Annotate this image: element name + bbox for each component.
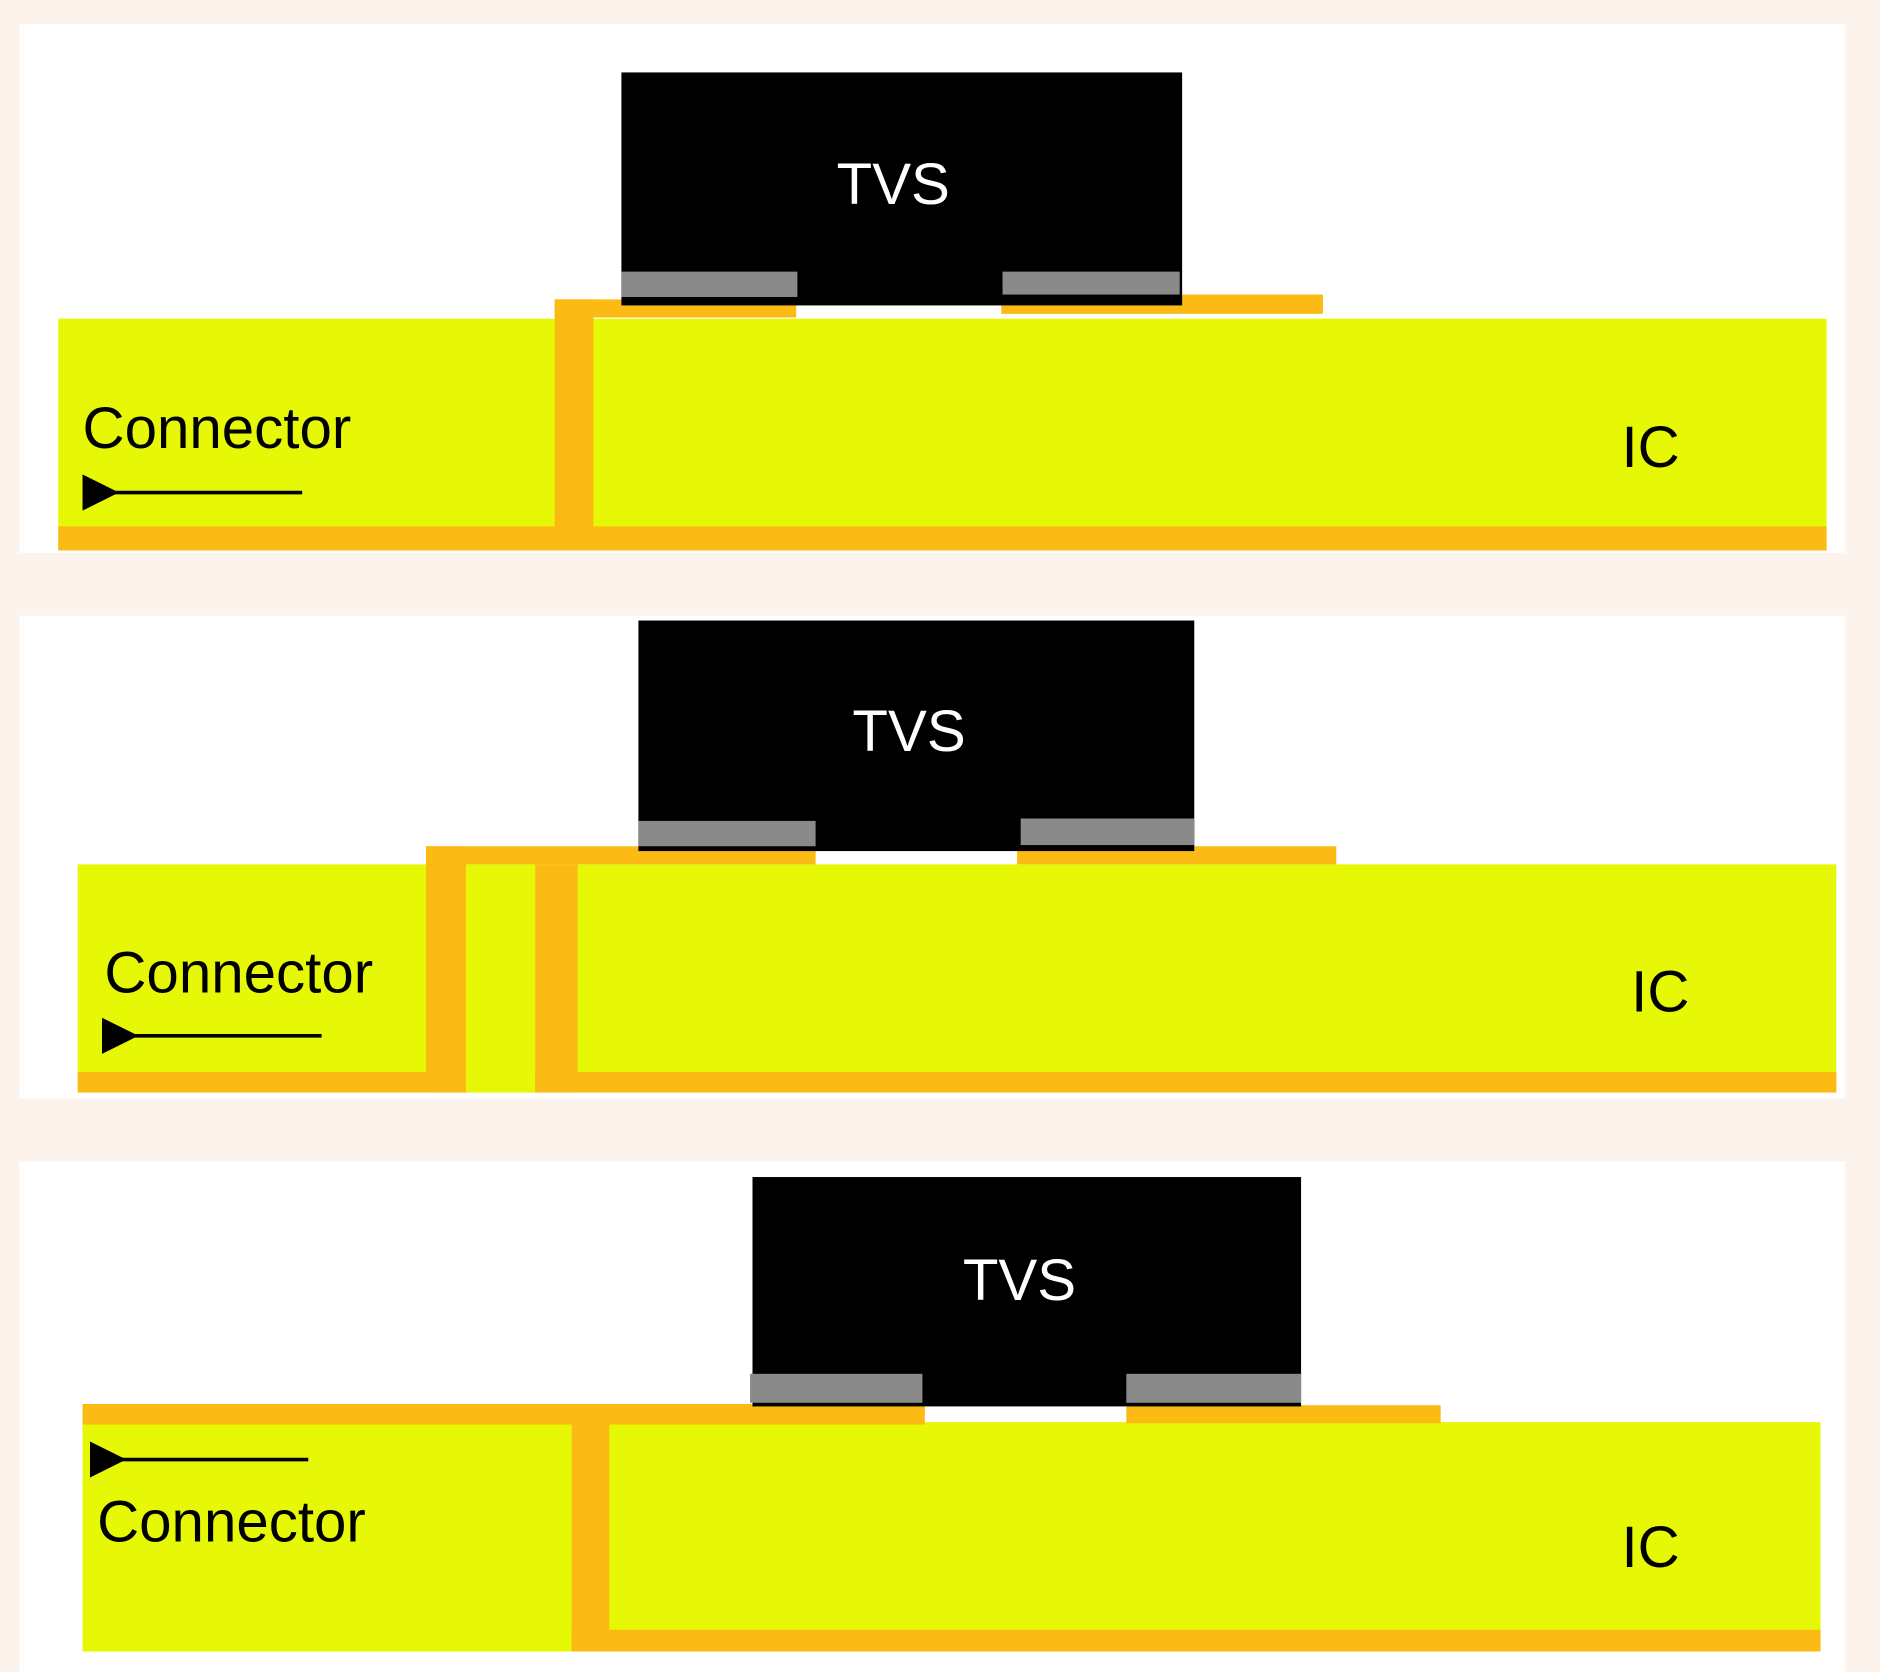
via-fill <box>466 864 536 1093</box>
pcb-board <box>82 1422 1821 1652</box>
via-inner <box>535 864 578 1093</box>
bottom-trace <box>571 1629 1821 1652</box>
tvs-label: TVS <box>963 1248 1076 1313</box>
tvs-package <box>752 1177 1302 1407</box>
via-outer <box>426 846 467 1093</box>
tvs-label: TVS <box>852 699 965 764</box>
connector-label: Connector <box>83 396 352 461</box>
ic-label: IC <box>1621 1515 1679 1580</box>
ic-label: IC <box>1631 960 1689 1025</box>
tvs-package <box>638 620 1195 852</box>
ic-label: IC <box>1621 415 1679 480</box>
tvs-terminal-left <box>638 820 816 847</box>
panel-1: TVS Connector IC <box>19 24 1845 553</box>
via <box>571 1422 610 1652</box>
tvs-terminal-right <box>1126 1373 1302 1403</box>
connector-label: Connector <box>104 940 373 1005</box>
panel-2: TVS Connector IC <box>19 615 1845 1099</box>
bottom-trace <box>77 1072 1837 1093</box>
via <box>554 299 594 551</box>
tvs-terminal-left <box>621 271 798 297</box>
pcb-board <box>58 318 1827 551</box>
tvs-terminal-right <box>1020 818 1195 846</box>
connector-label: Connector <box>97 1490 366 1555</box>
right-pad <box>1126 1405 1441 1424</box>
tvs-terminal-right <box>1002 271 1180 295</box>
panel-3: TVS Connector IC <box>19 1161 1845 1672</box>
tvs-label: TVS <box>837 152 950 217</box>
top-trace-left-pad <box>82 1403 925 1425</box>
bottom-trace <box>58 526 1827 551</box>
pcb-board <box>77 864 1837 1093</box>
tvs-package <box>621 72 1183 306</box>
tvs-terminal-left <box>750 1373 923 1403</box>
